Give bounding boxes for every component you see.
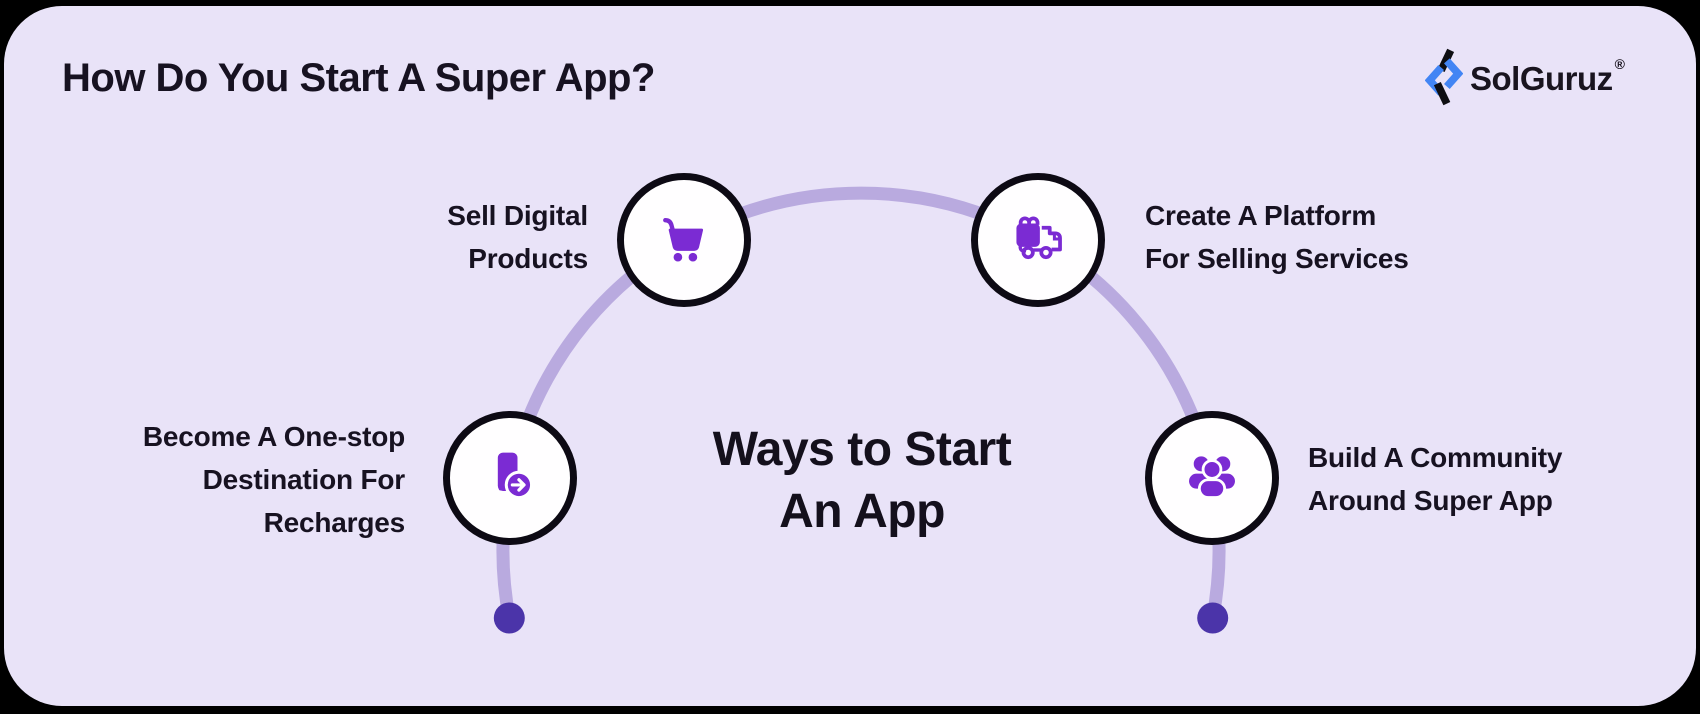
arc-end-dot-left bbox=[493, 602, 525, 634]
label-community-super-app: Build A Community Around Super App bbox=[1308, 436, 1562, 522]
label-line: Destination For bbox=[202, 464, 406, 495]
label-one-stop-recharges: Become A One-stop Destination For Rechar… bbox=[143, 415, 405, 544]
center-title-line2: An App bbox=[779, 485, 945, 538]
label-line: Build A Community bbox=[1308, 442, 1563, 473]
shopping-cart-icon bbox=[654, 208, 714, 273]
node-platform-selling-services bbox=[971, 173, 1105, 307]
label-line: Become A One-stop bbox=[142, 421, 405, 452]
center-title-line1: Ways to Start bbox=[712, 423, 1012, 476]
label-line: Recharges bbox=[263, 507, 406, 538]
label-platform-selling-services: Create A Platform For Selling Services bbox=[1145, 194, 1409, 280]
node-community-super-app bbox=[1145, 411, 1279, 545]
logo-wordmark: SolGuruz ® bbox=[1470, 56, 1625, 98]
arc-end-dot-right bbox=[1197, 602, 1229, 634]
solguruz-bolt-icon bbox=[1424, 48, 1464, 111]
label-line: For Selling Services bbox=[1145, 243, 1409, 274]
semicircle-arc bbox=[496, 186, 1226, 625]
node-sell-digital-products bbox=[617, 173, 751, 307]
delivery-truck-icon bbox=[1008, 208, 1068, 273]
mobile-recharge-icon bbox=[480, 446, 540, 511]
label-line: Products bbox=[468, 243, 588, 274]
label-sell-digital-products: Sell Digital Products bbox=[447, 194, 588, 280]
label-line: Create A Platform bbox=[1145, 200, 1377, 231]
label-line: Sell Digital bbox=[447, 200, 588, 231]
solguruz-logo: SolGuruz ® bbox=[1424, 48, 1625, 111]
page-title: How Do You Start A Super App? bbox=[62, 56, 655, 100]
label-line: Around Super App bbox=[1308, 485, 1553, 516]
logo-text: SolGuruz bbox=[1470, 60, 1613, 97]
center-title: Ways to Start An App bbox=[612, 419, 1112, 543]
community-people-icon bbox=[1182, 446, 1242, 511]
node-one-stop-recharges bbox=[443, 411, 577, 545]
registered-trademark: ® bbox=[1614, 56, 1625, 72]
infographic-card bbox=[4, 6, 1696, 706]
